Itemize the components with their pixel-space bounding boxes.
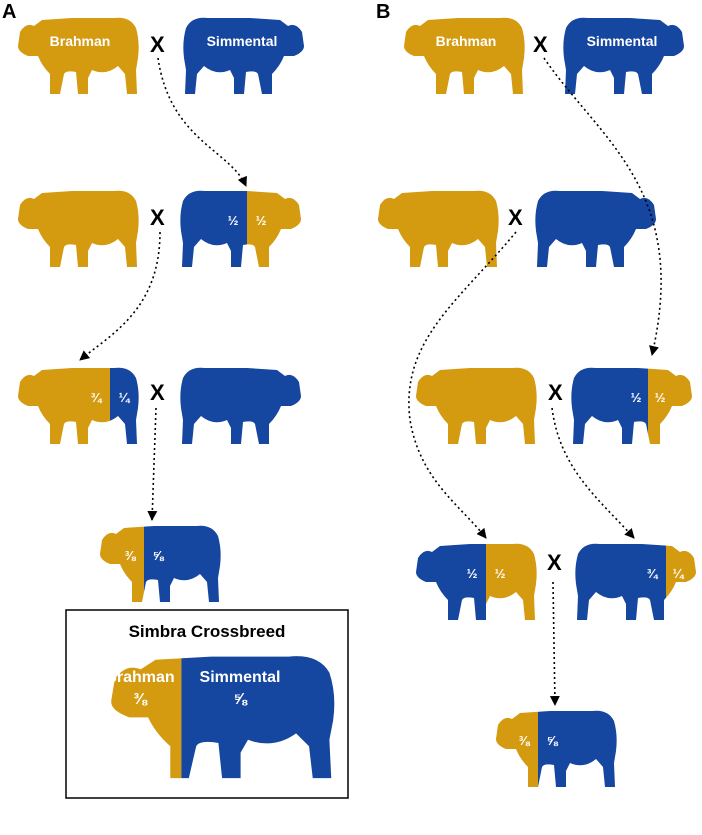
svg-text:¼: ¼ — [673, 566, 685, 581]
arrow-b2 — [408, 231, 517, 539]
svg-text:Brahman: Brahman — [50, 33, 111, 49]
three-quarter-simmental-cow-b4: ¾ ¼ — [575, 543, 696, 620]
svg-text:¼: ¼ — [119, 390, 131, 405]
simmental-cow-a1: Simmental — [183, 17, 304, 94]
summary-title: Simbra Crossbreed — [129, 622, 286, 641]
f1-half-cow-b4: ½ ½ — [416, 543, 537, 620]
arrow-b4 — [549, 581, 560, 706]
simmental-cow-b1: Simmental — [563, 17, 684, 94]
brahman-cow-b3 — [416, 367, 537, 444]
brahman-cow-b2 — [378, 190, 499, 267]
cross-symbol-b1: X — [533, 32, 548, 57]
simmental-cow-b2 — [535, 190, 656, 267]
arrow-a1 — [157, 57, 247, 187]
cross-symbol-b4: X — [547, 550, 562, 575]
svg-text:Simmental: Simmental — [587, 33, 658, 49]
three-quarter-brahman-cow-a3: ¾ ¼ — [18, 367, 139, 444]
svg-text:Simmental: Simmental — [207, 33, 278, 49]
cross-symbol-b3: X — [548, 380, 563, 405]
simbra-cow-b5: ⅜ ⅝ — [496, 710, 617, 787]
summary-brahman-fraction: ⅜ — [133, 691, 148, 708]
brahman-cow-b1: Brahman — [404, 17, 525, 94]
svg-text:⅝: ⅝ — [547, 733, 559, 748]
svg-text:½: ½ — [631, 390, 642, 405]
svg-text:½: ½ — [228, 213, 239, 228]
cross-symbol-b2: X — [508, 205, 523, 230]
panel-label-b: B — [376, 1, 390, 23]
svg-text:⅝: ⅝ — [153, 548, 165, 563]
simmental-cow-a3 — [180, 367, 301, 444]
brahman-cow-a1: Brahman — [18, 17, 139, 94]
svg-text:¾: ¾ — [647, 566, 659, 581]
panel-label-a: A — [2, 1, 16, 23]
f1-half-cow-b3: ½ ½ — [571, 367, 692, 444]
cross-symbol-a3: X — [150, 380, 165, 405]
svg-text:¾: ¾ — [91, 390, 103, 405]
svg-text:Brahman: Brahman — [436, 33, 497, 49]
svg-text:⅜: ⅜ — [519, 733, 531, 748]
simbra-summary-box: Simbra Crossbreed Brahman ⅜ Simmental ⅝ — [65, 609, 349, 799]
arrow-a2 — [79, 231, 161, 361]
summary-brahman-label: Brahman — [105, 669, 174, 686]
summary-simmental-fraction: ⅝ — [233, 691, 248, 708]
arrow-b3 — [551, 407, 635, 539]
f1-half-cow-a2: ½ ½ — [180, 190, 301, 267]
svg-text:½: ½ — [256, 213, 267, 228]
simbra-cow-a4: ⅜ ⅝ — [100, 525, 221, 602]
arrow-a3 — [147, 407, 158, 521]
svg-text:½: ½ — [467, 566, 478, 581]
svg-text:½: ½ — [495, 566, 506, 581]
brahman-cow-a2 — [18, 190, 139, 267]
cross-symbol-a2: X — [150, 205, 165, 230]
cross-symbol-a1: X — [150, 32, 165, 57]
svg-text:½: ½ — [655, 390, 666, 405]
summary-simmental-label: Simmental — [200, 669, 281, 686]
svg-text:⅜: ⅜ — [125, 548, 137, 563]
